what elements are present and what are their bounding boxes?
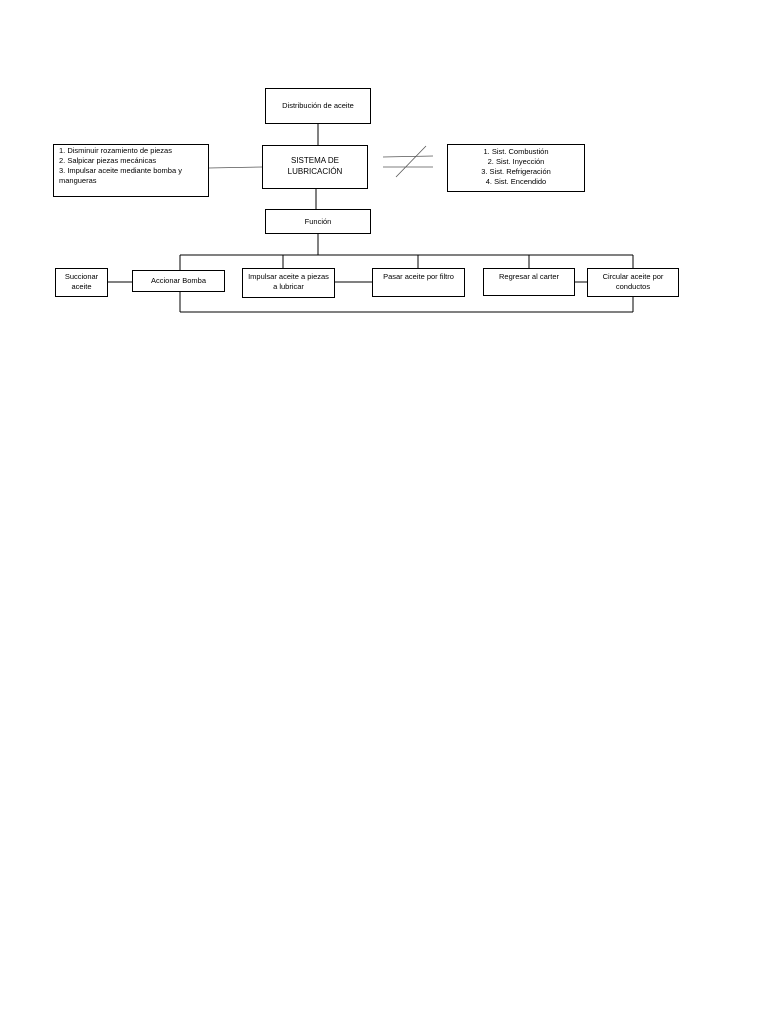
step-circular-label: Circular aceite por conductos [602,272,664,291]
objective-item: 1. Disminuir rozamiento de piezas [59,146,172,155]
step-regresar-label: Regresar al carter [498,272,560,281]
step-impulsar-label: Impulsar aceite a piezas a lubricar [248,272,329,291]
connector-left-to-system [208,166,263,169]
other-systems-box: 1. Sist. Combustión 2. Sist. Inyección 3… [447,144,585,192]
step-accionar-box: Accionar Bomba [132,270,225,292]
other-system-item: 1. Sist. Combustión [483,147,549,156]
function-label: Función [304,216,332,226]
step-impulsar-box: Impulsar aceite a piezas a lubricar [242,268,335,298]
step-pasar-label: Pasar aceite por filtro [383,272,454,281]
step-circular-box: Circular aceite por conductos [587,268,679,297]
distribution-box: Distribución de aceite [265,88,371,124]
function-box: Función [265,209,371,234]
step-accionar-label: Accionar Bomba [150,276,207,285]
other-system-item: 2. Sist. Inyección [487,157,545,166]
step-succionar-box: Succionar aceite [55,268,108,297]
step-pasar-box: Pasar aceite por filtro [372,268,465,297]
step-regresar-box: Regresar al carter [483,268,575,296]
objective-item: 2. Salpicar piezas mecánicas [59,156,157,165]
other-system-item: 4. Sist. Encendido [485,177,547,186]
system-box: SISTEMA DE LUBRICACIÓN [262,145,368,189]
system-label-line1: SISTEMA DE [290,155,339,165]
step-succionar-label: Succionar aceite [64,272,99,291]
distribution-label: Distribución de aceite [282,101,354,110]
not-equal-icon [382,145,434,178]
system-label-line2: LUBRICACIÓN [287,166,343,176]
objective-item: 3. Impulsar aceite mediante bomba y mang… [59,166,182,185]
other-system-item: 3. Sist. Refrigeración [481,167,551,176]
objectives-box: 1. Disminuir rozamiento de piezas 2. Sal… [53,144,209,197]
